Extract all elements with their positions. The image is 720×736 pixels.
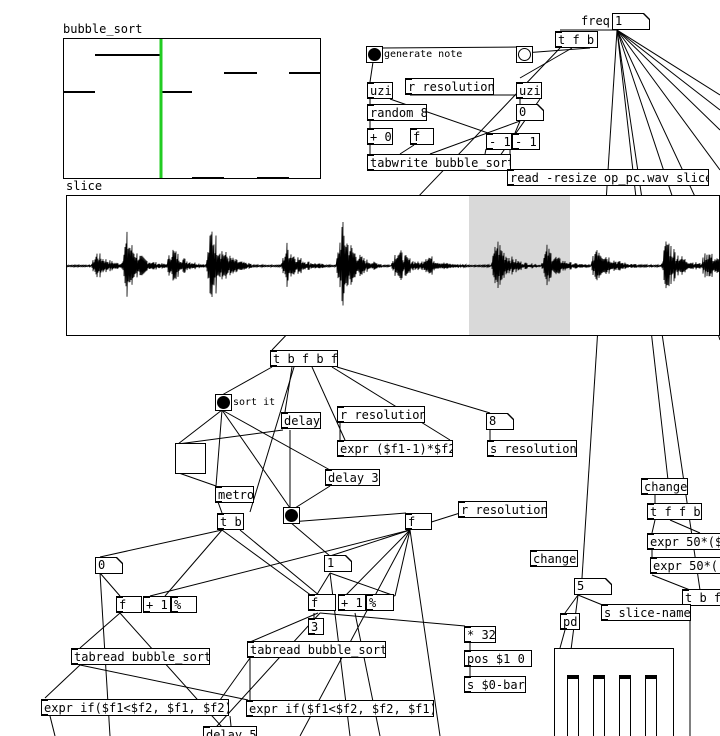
sort-it-label: sort it bbox=[233, 397, 276, 408]
r-resolution-object-3[interactable]: r resolution bbox=[458, 501, 547, 518]
generate-note-bang[interactable] bbox=[366, 46, 383, 63]
s-slice-name-object[interactable]: s slice-name bbox=[601, 604, 691, 621]
mixer-channel-4[interactable] bbox=[645, 675, 657, 736]
s-bar-object[interactable]: s $0-bar bbox=[464, 676, 526, 693]
minus-1-object-a[interactable]: - 1 bbox=[486, 133, 512, 150]
step-bang[interactable] bbox=[283, 507, 300, 524]
mod-object-b[interactable]: % bbox=[366, 594, 394, 611]
expr-resolution-object[interactable]: expr ($f1-1)*$f2 bbox=[337, 440, 453, 457]
trigger-t-f-f-b[interactable]: t f f b bbox=[647, 503, 702, 520]
pos-object[interactable]: pos $1 0 bbox=[464, 650, 532, 667]
mixer-channel-2[interactable] bbox=[593, 675, 605, 736]
yshin-mixer[interactable] bbox=[554, 648, 674, 736]
slice-array[interactable] bbox=[66, 195, 720, 336]
mixer-channel-3[interactable] bbox=[619, 675, 631, 736]
delay-3-object[interactable]: delay 3 bbox=[325, 469, 380, 486]
freq-label: freq bbox=[581, 14, 610, 28]
uzi-object-a[interactable]: uzi bbox=[367, 82, 393, 99]
generate-note-label: generate note bbox=[384, 49, 463, 60]
tabread-object-a[interactable]: tabread bubble_sort bbox=[71, 648, 210, 665]
trigger-t-b-f-b-f[interactable]: t b f b f bbox=[270, 350, 338, 367]
pd-subpatch[interactable]: pd bbox=[560, 613, 580, 630]
trigger-t-f-b[interactable]: t f b bbox=[555, 31, 598, 48]
f-object-c[interactable]: f bbox=[116, 596, 142, 613]
metro-object[interactable]: metro bbox=[215, 486, 254, 503]
mixer-channel-1[interactable] bbox=[567, 675, 579, 736]
metro-toggle[interactable] bbox=[175, 443, 206, 474]
slice-waveform bbox=[67, 222, 720, 306]
f-object-d[interactable]: f bbox=[308, 594, 336, 611]
slice-index-number[interactable]: 5 bbox=[574, 578, 612, 595]
tabwrite-object[interactable]: tabwrite bubble_sort bbox=[367, 154, 511, 171]
expr-50-object-b[interactable]: expr 50*(( bbox=[650, 557, 720, 574]
f-object-a[interactable]: f bbox=[410, 128, 434, 145]
expr-if-min-object[interactable]: expr if($f1<$f2, $f1, $f2) bbox=[41, 699, 229, 716]
bang-b[interactable] bbox=[516, 46, 533, 63]
counter-number-b[interactable]: 1 bbox=[324, 555, 352, 572]
delay-5-object[interactable]: delay 5 bbox=[203, 726, 257, 736]
trigger-t-b-f[interactable]: t b f bbox=[682, 589, 720, 606]
bubble-sort-plot bbox=[64, 39, 320, 179]
s-resolution-object[interactable]: s resolution bbox=[487, 440, 577, 457]
plus-1-object-a[interactable]: + 1 bbox=[143, 596, 171, 613]
random-8-object[interactable]: random 8 bbox=[367, 104, 427, 121]
tabread-object-b[interactable]: tabread bubble_sort bbox=[247, 641, 386, 658]
uzi-output-number[interactable]: 0 bbox=[516, 104, 544, 121]
times-32-object[interactable]: * 32 bbox=[464, 626, 496, 643]
delay-object[interactable]: delay bbox=[281, 412, 321, 429]
f-object-b[interactable]: f bbox=[405, 513, 432, 530]
value-3-object[interactable]: 3 bbox=[308, 618, 324, 635]
waveform-path bbox=[67, 222, 720, 306]
resolution-number[interactable]: 8 bbox=[486, 413, 514, 430]
plus-0-object[interactable]: + 0 bbox=[367, 128, 393, 145]
trigger-t-b[interactable]: t b bbox=[217, 513, 244, 530]
r-resolution-object-2[interactable]: r resolution bbox=[337, 406, 425, 423]
plus-1-object-b[interactable]: + 1 bbox=[338, 594, 366, 611]
slice-array-label: slice bbox=[66, 179, 103, 193]
r-resolution-object-1[interactable]: r resolution bbox=[405, 78, 494, 95]
counter-number-a[interactable]: 0 bbox=[95, 557, 123, 574]
minus-1-object-b[interactable]: - 1 bbox=[512, 133, 540, 150]
freq-number[interactable]: 1 bbox=[612, 13, 650, 30]
bubble-sort-array[interactable] bbox=[63, 38, 321, 179]
expr-50-object-a[interactable]: expr 50*($ bbox=[647, 533, 720, 550]
expr-if-max-object[interactable]: expr if($f1<$f2, $f2, $f1) bbox=[246, 700, 434, 717]
sort-it-bang[interactable] bbox=[215, 394, 232, 411]
change-object-2[interactable]: change bbox=[530, 550, 578, 567]
uzi-object-b[interactable]: uzi bbox=[516, 82, 542, 99]
read-resize-object[interactable]: read -resize op_pc.wav slice bbox=[507, 169, 709, 186]
bubble-sort-array-label: bubble_sort bbox=[63, 22, 143, 36]
change-object-1[interactable]: change bbox=[641, 478, 688, 495]
mod-object-a[interactable]: % bbox=[171, 596, 197, 613]
